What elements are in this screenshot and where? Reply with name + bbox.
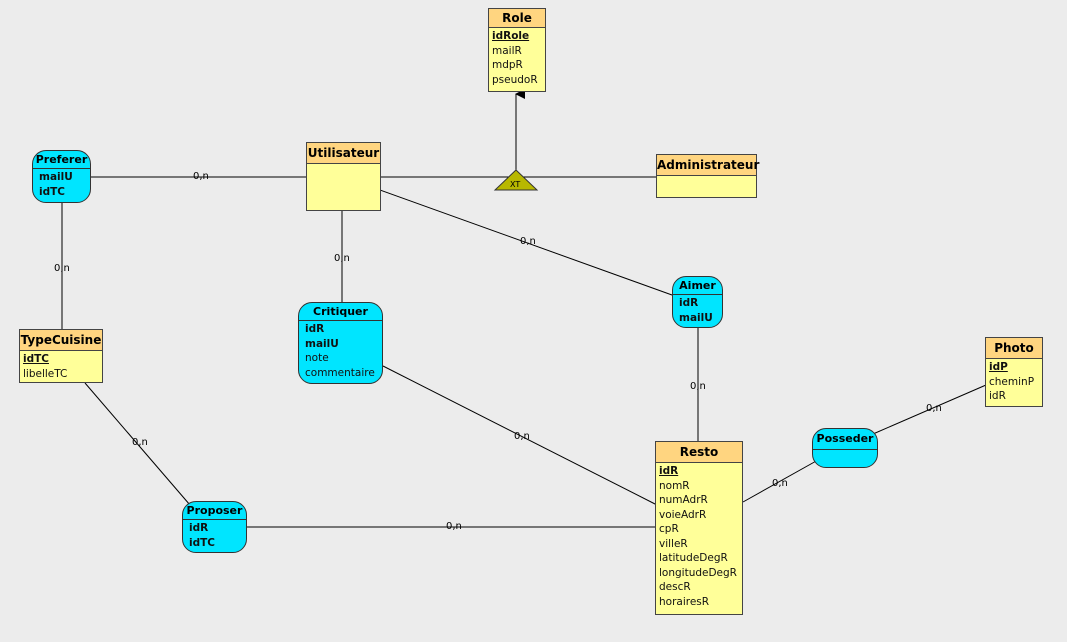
entity-typecuisine[interactable]: TypeCuisine idTC libelleTC (19, 329, 103, 383)
attribute: idTC (189, 536, 215, 549)
attribute: libelleTC (23, 367, 68, 380)
association-critiquer[interactable]: Critiquer idR mailU note commentaire (298, 302, 383, 384)
entity-title: Administrateur (657, 155, 759, 176)
attribute: numAdrR (659, 494, 708, 506)
attribute: latitudeDegR (659, 552, 728, 564)
association-title: Proposer (183, 502, 246, 520)
entity-title: Resto (656, 442, 742, 463)
entity-resto[interactable]: Resto idR nomR numAdrR voieAdrR cpR vill… (655, 441, 743, 615)
attribute: idR (679, 297, 699, 309)
association-aimer[interactable]: Aimer idR mailU (672, 276, 723, 328)
cardinality-label: 0,n (334, 253, 350, 264)
attribute: mailU (679, 311, 713, 324)
cardinality-label: 0,n (926, 403, 942, 414)
association-title: Preferer (33, 151, 90, 169)
cardinality-label: 0,n (446, 521, 462, 532)
entity-title: TypeCuisine (20, 330, 102, 351)
attribute: pseudoR (492, 73, 538, 86)
link-critiquer-resto (382, 365, 658, 506)
attribute: idR (989, 390, 1006, 402)
cardinality-label: 0,n (772, 478, 788, 489)
link-typecuisine-proposer (84, 382, 191, 506)
association-title: Aimer (673, 277, 722, 295)
attribute: cpR (659, 523, 679, 535)
entity-title: Photo (986, 338, 1042, 359)
attribute: idTC (39, 185, 65, 198)
attribute: idRole (492, 30, 530, 42)
attribute: descR (659, 581, 691, 593)
cardinality-label: 0,n (54, 263, 70, 274)
association-preferer[interactable]: Preferer mailU idTC (32, 150, 91, 203)
entity-role[interactable]: Role idRole mailR mdpR pseudoR (488, 8, 546, 92)
entity-utilisateur[interactable]: Utilisateur (306, 142, 381, 211)
entity-title: Role (489, 9, 545, 28)
association-proposer[interactable]: Proposer idR idTC (182, 501, 247, 553)
attribute: villeR (659, 537, 688, 550)
cardinality-label: 0,n (690, 381, 706, 392)
attribute: mailU (305, 337, 339, 350)
attribute: horairesR (659, 595, 710, 608)
association-posseder[interactable]: Posseder (812, 428, 878, 468)
cardinality-label: 0,n (514, 431, 530, 442)
link-utilisateur-aimer (379, 189, 673, 296)
inheritance-label: XT (510, 180, 521, 189)
entity-photo[interactable]: Photo idP cheminP idR (985, 337, 1043, 407)
attribute: cheminP (989, 375, 1035, 388)
cardinality-label: 0,n (132, 437, 148, 448)
association-title: Posseder (813, 429, 877, 450)
attribute: idP (989, 361, 1008, 373)
entity-title: Utilisateur (307, 143, 380, 164)
attribute: mdpR (492, 59, 523, 71)
inheritance-triangle (493, 169, 539, 191)
attribute: idR (305, 323, 325, 335)
attribute: nomR (659, 479, 690, 492)
attribute: voieAdrR (659, 508, 707, 521)
attribute: mailR (492, 44, 522, 57)
attribute: mailU (39, 171, 73, 183)
cardinality-label: 0,n (193, 171, 209, 182)
cardinality-label: 0,n (520, 236, 536, 247)
attribute: longitudeDegR (659, 566, 737, 579)
attribute: idR (189, 522, 209, 534)
association-title: Critiquer (299, 303, 382, 321)
link-posseder-photo (872, 384, 987, 435)
attribute: commentaire (305, 366, 375, 379)
attribute: note (305, 352, 329, 364)
attribute: idTC (23, 353, 49, 365)
attribute: idR (659, 465, 679, 477)
entity-administrateur[interactable]: Administrateur (656, 154, 759, 198)
link-resto-posseder (742, 459, 819, 503)
